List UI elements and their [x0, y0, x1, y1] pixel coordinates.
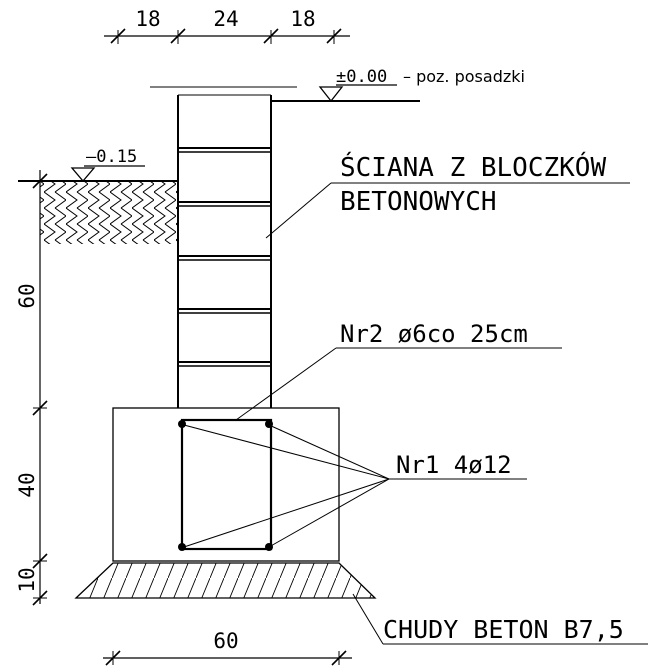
dim-left-3: 10	[15, 567, 39, 592]
dim-left-2: 40	[15, 472, 39, 497]
lean-concrete-label: CHUDY BETON B7,5	[383, 615, 624, 644]
dim-bottom: 60	[213, 629, 238, 653]
bars-label: Nr1 4ø12	[396, 451, 512, 479]
wall-label-line1: ŚCIANA Z BLOCZKÓW	[340, 151, 606, 183]
stirrup-label: Nr2 ø6co 25cm	[340, 320, 528, 348]
dim-top-2: 24	[213, 7, 238, 31]
dim-top-3: 18	[290, 7, 315, 31]
floor-level-text: – poz. posadzki	[403, 67, 525, 86]
lean-concrete-leader: CHUDY BETON B7,5	[352, 593, 648, 645]
ground-level-value: –0.15	[86, 147, 137, 167]
rebar-dot	[178, 420, 186, 428]
floor-level-value: ±0.00	[336, 67, 387, 87]
floor-level: ±0.00 – poz. posadzki	[150, 67, 525, 103]
stirrup-leader: Nr2 ø6co 25cm	[235, 320, 562, 421]
lean-concrete	[74, 562, 377, 599]
wall-leader: ŚCIANA Z BLOCZKÓW BETONOWYCH	[265, 151, 630, 239]
top-dimension: 18 24 18	[104, 7, 350, 44]
dim-left-1: 60	[15, 283, 39, 308]
stirrup	[180, 418, 273, 551]
footing	[112, 407, 340, 562]
rebar-dot	[178, 543, 186, 551]
block-wall	[177, 94, 272, 408]
dim-top-1: 18	[135, 7, 160, 31]
soil: –0.15	[18, 147, 178, 244]
bottom-dimension: 60	[103, 629, 352, 666]
wall-label-line2: BETONOWYCH	[340, 187, 497, 217]
block-joints	[178, 147, 271, 367]
left-dimension: 60 40 10	[15, 170, 48, 606]
bars-leader: Nr1 4ø12	[183, 424, 527, 548]
